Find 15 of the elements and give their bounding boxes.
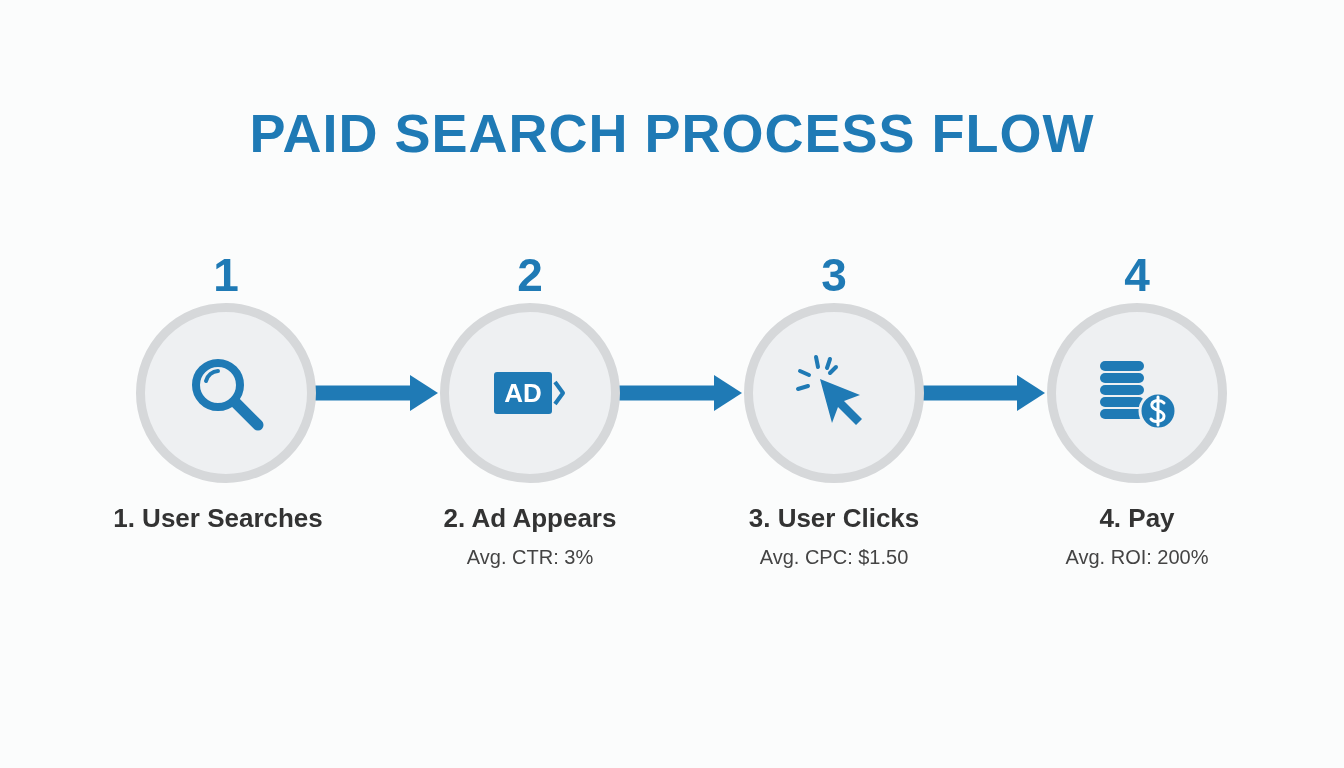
- step-label: 1. User Searches: [112, 505, 324, 531]
- title: PAID SEARCH PROCESS FLOW: [249, 106, 1095, 160]
- step-metric: Avg. CTR: 3%: [465, 547, 595, 567]
- step-metric: Avg. CPC: $1.50: [758, 547, 910, 567]
- step-label: 3. User Clicks: [747, 505, 921, 531]
- step-number: 4: [1123, 252, 1151, 298]
- arrow: [618, 375, 742, 411]
- step-label: 4. Pay: [1098, 505, 1176, 531]
- step-number: 2: [516, 252, 544, 298]
- step-number: 3: [820, 252, 848, 298]
- step-number: 1: [212, 252, 240, 298]
- step-metric: Avg. ROI: 200%: [1064, 547, 1210, 567]
- arrow: [314, 375, 438, 411]
- step-label: 2. Ad Appears: [442, 505, 618, 531]
- arrow: [922, 375, 1045, 411]
